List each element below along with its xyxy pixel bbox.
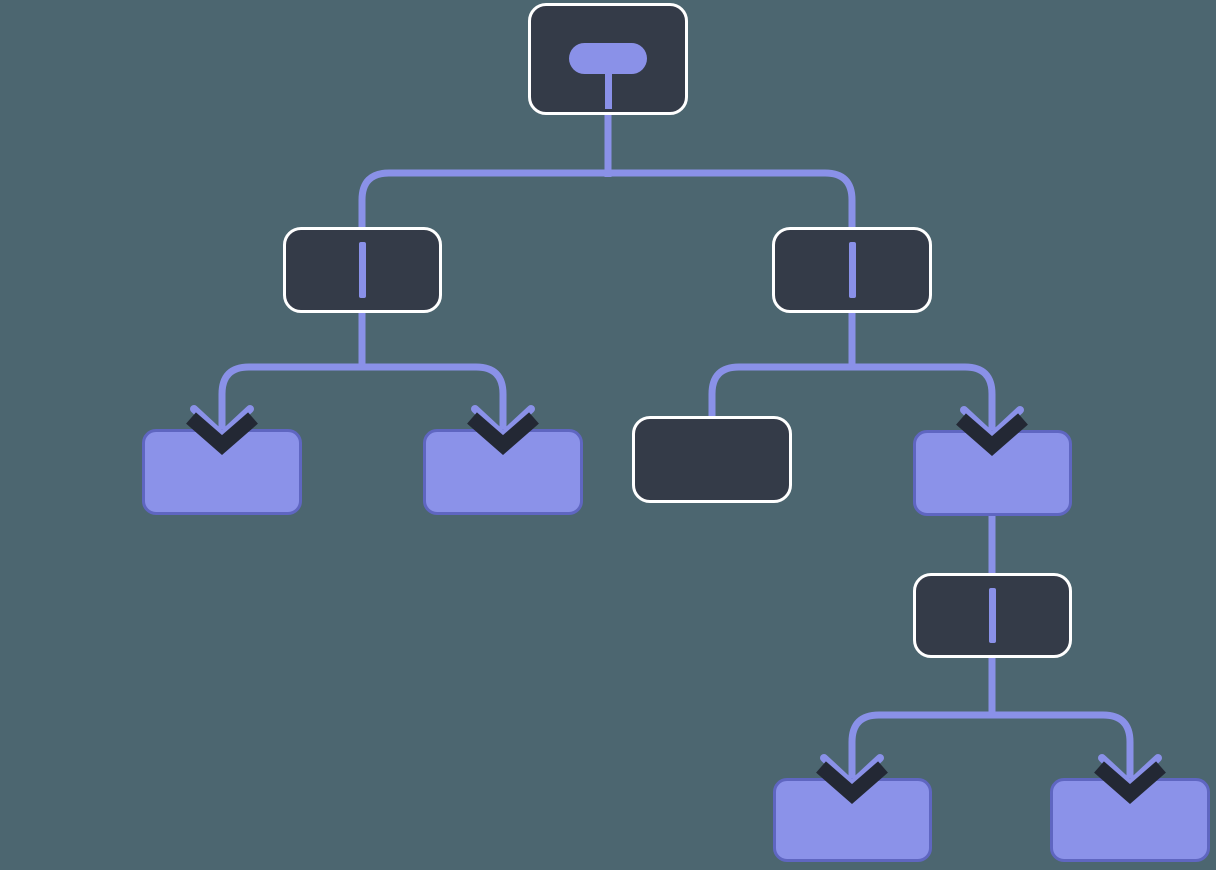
leaf-node-2[interactable] bbox=[423, 429, 583, 515]
leaf-node-3[interactable] bbox=[773, 778, 932, 862]
leaf-node-1[interactable] bbox=[142, 429, 302, 515]
branch-node-right[interactable] bbox=[772, 227, 932, 313]
pass-through-line bbox=[848, 242, 856, 298]
plain-dark-node[interactable] bbox=[632, 416, 792, 503]
tree-root-icon bbox=[569, 43, 647, 74]
leaf-node-4[interactable] bbox=[1050, 778, 1210, 862]
branch-node-lower[interactable] bbox=[913, 573, 1072, 658]
branch-node-left[interactable] bbox=[283, 227, 442, 313]
pass-through-line bbox=[359, 242, 366, 298]
root-node[interactable] bbox=[528, 3, 688, 115]
collapsed-accent-node[interactable] bbox=[913, 430, 1072, 516]
tree-root-icon-stem bbox=[604, 72, 612, 109]
pass-through-line bbox=[989, 588, 996, 643]
